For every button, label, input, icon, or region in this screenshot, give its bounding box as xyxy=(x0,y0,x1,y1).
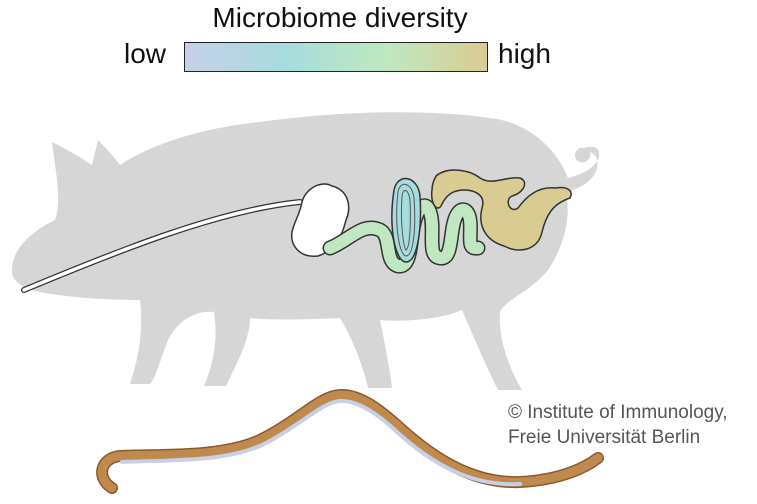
copyright-line-1: © Institute of Immunology, xyxy=(508,402,728,423)
copyright-line-2: Freie Universität Berlin xyxy=(508,427,701,448)
cecum-coil-1 xyxy=(396,183,416,257)
small-intestine-fill xyxy=(324,199,484,272)
cecum-coil-2 xyxy=(401,190,411,251)
colon xyxy=(430,169,572,251)
legend-title: Microbiome diversity xyxy=(212,2,468,33)
diversity-gradient-bar xyxy=(184,42,488,72)
esophagus-lumen xyxy=(22,200,302,292)
copyright-notice: © Institute of Immunology, Freie Univers… xyxy=(508,400,728,450)
worm-icon xyxy=(96,389,604,494)
legend-high-label: high xyxy=(498,38,551,69)
legend-low-label: low xyxy=(124,38,167,69)
worm-gut xyxy=(120,398,522,487)
cecum xyxy=(391,177,422,263)
